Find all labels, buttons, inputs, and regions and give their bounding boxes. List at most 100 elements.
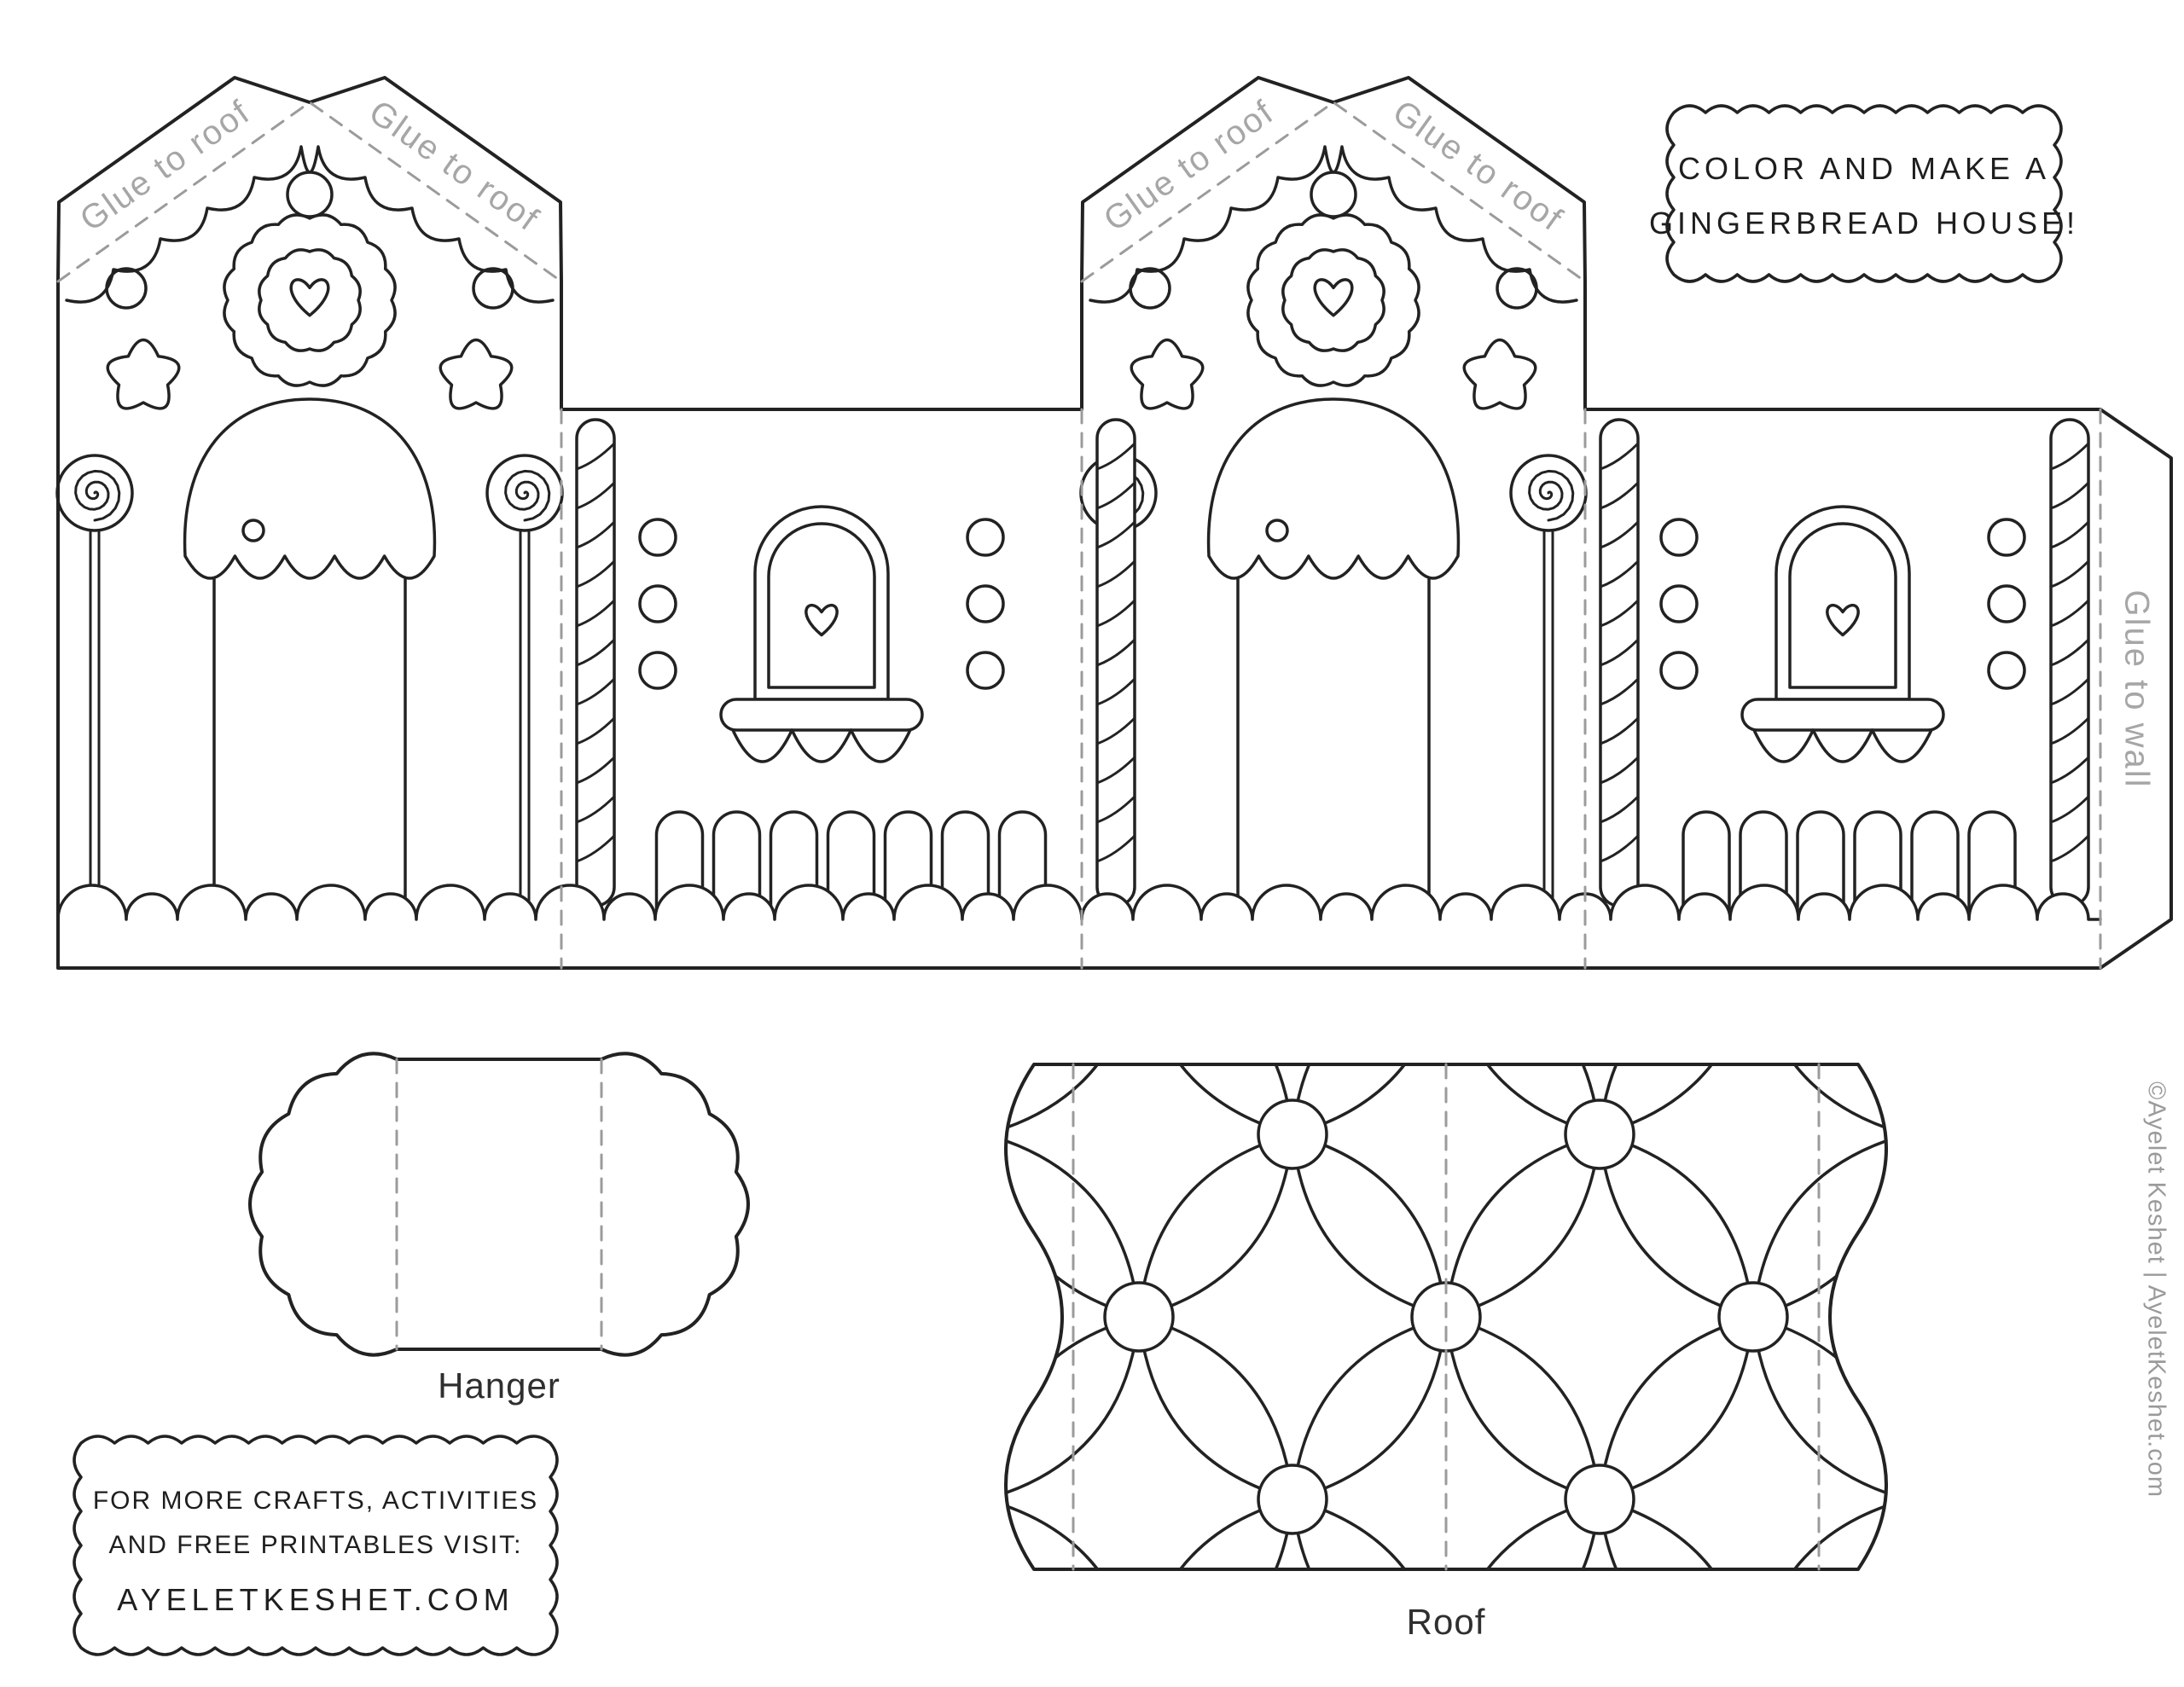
star-ornament xyxy=(106,338,181,410)
candy-column-stripe xyxy=(1095,677,1136,706)
gumdrop xyxy=(1257,1099,1328,1170)
medallion-heart xyxy=(1313,278,1354,317)
candy-column-stripe xyxy=(1095,442,1136,471)
gumdrop xyxy=(1564,1464,1635,1535)
callout-line-1: COLOR AND MAKE A xyxy=(1677,151,2051,186)
roof-quilt-lens xyxy=(1598,1315,1755,1501)
fence-picket xyxy=(883,810,933,940)
candy-column-stripe xyxy=(1599,559,1640,588)
gumdrop xyxy=(1257,1464,1328,1535)
wall-dot xyxy=(1659,518,1699,557)
roof-quilt-lens xyxy=(1137,1498,1294,1570)
candy-column-stripe xyxy=(575,599,616,628)
fence-picket xyxy=(826,810,876,940)
candy-column-stripe xyxy=(1599,599,1640,628)
roof-quilt-lens xyxy=(1006,1064,1141,1136)
roof-quilt-lens xyxy=(1751,1498,1886,1570)
candy-column-stripe xyxy=(1599,520,1640,549)
wall-dot xyxy=(966,518,1005,557)
hanger-piece xyxy=(248,1052,750,1357)
roof-quilt-lens xyxy=(1006,1498,1141,1570)
window-frame-inner xyxy=(1788,522,1897,689)
candy-column-stripe xyxy=(2049,599,2090,628)
window-sill xyxy=(1740,698,1945,732)
candy-column-stripe xyxy=(1599,795,1640,824)
candy-column-stripe xyxy=(1599,442,1640,471)
wall-dot xyxy=(638,518,677,557)
roof-quilt-lens xyxy=(1006,1315,1141,1501)
candy-column-stripe xyxy=(2049,638,2090,667)
roof-quilt-lens xyxy=(1751,1064,1886,1136)
roof-quilt-lens xyxy=(1291,1064,1448,1136)
roof-quilt-lens xyxy=(1291,1498,1448,1570)
house-facade-1 xyxy=(55,145,564,910)
roof-quilt-lens xyxy=(1137,1064,1294,1136)
candy-column-stripe xyxy=(1095,756,1136,785)
facade-dot xyxy=(1496,267,1538,310)
candy-column-stripe xyxy=(575,520,616,549)
strip-cut-outline xyxy=(56,76,2173,970)
lollipop-spiral xyxy=(504,469,551,522)
candy-column-stripe xyxy=(2049,795,2090,824)
lollipop-spiral xyxy=(74,469,121,522)
wall-dot xyxy=(1659,584,1699,623)
roof-quilt-lens xyxy=(1137,1133,1294,1319)
candy-column-stripe xyxy=(1095,520,1136,549)
window-frame-inner xyxy=(767,522,876,689)
star-ornament xyxy=(1462,338,1537,410)
candy-column-stripe xyxy=(575,795,616,824)
facade-dot xyxy=(286,171,334,218)
fence-picket xyxy=(1967,810,2017,940)
roof-outline xyxy=(1004,1063,1888,1571)
promo-line-1: FOR MORE CRAFTS, ACTIVITIES xyxy=(92,1487,539,1515)
roof-quilt-lens xyxy=(1444,1133,1601,1319)
candy-column-stripe xyxy=(575,756,616,785)
candy-column-stripe xyxy=(1599,756,1640,785)
promo-box xyxy=(73,1435,559,1656)
roof-quilt-lens xyxy=(1137,1315,1294,1501)
candy-column-stripe xyxy=(575,481,616,510)
candy-column-stripe xyxy=(2049,756,2090,785)
hanger-label: Hanger xyxy=(438,1365,561,1406)
lollipop-stick xyxy=(89,527,101,907)
star-ornament xyxy=(439,338,514,410)
fence-picket xyxy=(940,810,990,940)
fence-picket xyxy=(654,810,705,940)
candy-column-stripe xyxy=(575,638,616,667)
base-icing-fill xyxy=(58,885,2100,966)
candy-column-stripe xyxy=(1095,834,1136,863)
roof-quilt-lens xyxy=(1291,1315,1448,1501)
fence-picket xyxy=(1739,810,1788,940)
callout-box xyxy=(1665,104,2063,283)
window-sill xyxy=(719,698,924,732)
door-knob xyxy=(241,519,265,542)
promo-url: AYELETKESHET.COM xyxy=(117,1582,514,1617)
lollipop-spiral xyxy=(1528,469,1575,522)
candy-column-stripe xyxy=(2049,442,2090,471)
wall-dot xyxy=(1659,651,1699,690)
fence-picket xyxy=(1853,810,1902,940)
candy-column-stripe xyxy=(1095,559,1136,588)
candy-column-stripe xyxy=(575,834,616,863)
roof-quilt-lens xyxy=(1751,1315,1886,1501)
candy-column-stripe xyxy=(1599,716,1640,745)
window-skirt xyxy=(731,728,912,763)
door-knob xyxy=(1265,519,1289,542)
fence-picket xyxy=(1910,810,1960,940)
door-icing xyxy=(183,397,437,580)
facade-dot xyxy=(1129,267,1171,310)
house-facade-2 xyxy=(1079,145,1588,910)
star-ornament xyxy=(1130,338,1205,410)
window-heart xyxy=(1826,603,1860,637)
medallion-heart xyxy=(289,278,330,317)
gumdrop xyxy=(1564,1099,1635,1170)
lollipop-stick xyxy=(519,527,531,907)
candy-column-stripe xyxy=(1599,481,1640,510)
facade-dot xyxy=(105,267,148,310)
side-wall-1 xyxy=(575,418,1048,940)
medallion-inner-ring xyxy=(1281,248,1385,352)
candy-column-stripe xyxy=(575,677,616,706)
candy-column-stripe xyxy=(2049,677,2090,706)
